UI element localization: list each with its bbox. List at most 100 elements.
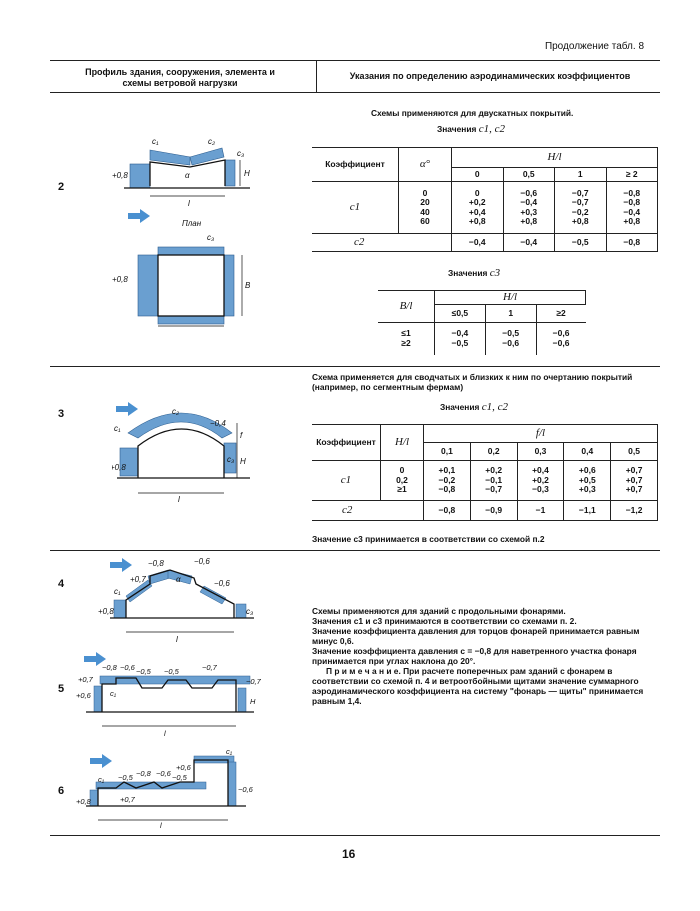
row-number-6: 6 <box>58 785 65 797</box>
s2-c2-0: −0,4 <box>451 233 504 252</box>
s5-fig-m07: −0,7 <box>202 663 218 672</box>
s6-fig-p08: +0,8 <box>76 797 92 806</box>
s456-p2: Значения c1 и c3 принимаются в соответст… <box>312 616 577 626</box>
s2-t2-caption-symbol: c3 <box>489 267 501 279</box>
s5-fig-m07r: −0,7 <box>246 677 262 686</box>
s3-c2-4: −1,2 <box>610 500 658 521</box>
s4-fig-p08: +0,8 <box>98 607 114 616</box>
row-rule-2-3 <box>50 366 660 367</box>
s456-p5: П р и м е ч а н и е. При расчете попереч… <box>312 666 644 706</box>
s2-fig-c3-plan: c₃ <box>207 233 214 242</box>
s2-intro: Схемы применяются для двускатных покрыти… <box>371 108 574 118</box>
s3-wind-arrow <box>116 402 138 416</box>
s3-row-c2: c2 <box>312 500 424 521</box>
s3-c1-col-4: +0,7 +0,7 +0,7 <box>610 460 658 501</box>
s2-fig-h: H <box>244 169 250 178</box>
s3-fig-f: f <box>240 431 243 440</box>
s2-col-coef: Коэффициент <box>312 147 399 182</box>
s4-fig-m08: −0,8 <box>148 559 164 568</box>
s2-c2-1: −0,4 <box>502 233 555 252</box>
header-rule <box>50 92 660 93</box>
s3-fig-h: H <box>240 457 246 466</box>
s3-fig-p08: +0,8 <box>112 463 126 472</box>
s2-fig-b: B <box>245 281 251 290</box>
s456-p4: Значение коэффициента давления c = −0,8 … <box>312 646 637 666</box>
s2-t2-caption: Значения c3 <box>448 267 501 279</box>
s4-diagram: −0,8 −0,6 −0,6 +0,7 +0,8 c₁ c₃ α l <box>98 557 254 644</box>
s2-col-bl: B/l <box>378 290 435 323</box>
s2-load-c2 <box>189 147 225 166</box>
s5-diagram: −0,8 −0,6 −0,5 −0,5 −0,7 +0,7 +0,6 −0,7 … <box>76 652 262 738</box>
s6-fig-m08: −0,8 <box>136 769 152 778</box>
s2-t2-col-0: −0,4 −0,5 <box>434 322 486 355</box>
s2-t2-bl-rows: ≤1 ≥2 <box>378 322 435 355</box>
s2-fig-c3: c₃ <box>237 149 244 158</box>
s5-fig-p06: +0,6 <box>76 691 92 700</box>
s2-t1-caption: Значения c1, c2 <box>437 123 505 135</box>
s3-note: Значение c3 принимается в соответствии с… <box>312 534 545 544</box>
s5-fig-m08: −0,8 <box>102 663 118 672</box>
s3-row-c1: c1 <box>312 460 381 501</box>
s3-c1-col-3: +0,6 +0,5 +0,3 <box>563 460 612 501</box>
s2-fig-plus08-a: +0,8 <box>112 171 128 180</box>
s3-coefficient-table: Коэффициент H/l f/l 0,1 0,2 0,3 0,4 0,5 … <box>312 424 658 521</box>
s2-load-c3 <box>224 159 236 187</box>
s4-wind-arrow <box>110 558 132 572</box>
s5-fig-l: l <box>164 729 166 738</box>
s2-row-c1: c1 <box>312 181 399 234</box>
s3-col-fl: f/l <box>423 424 658 443</box>
s2-c1-col-3: −0,8 −0,8 −0,4 +0,8 <box>605 181 658 234</box>
s2-fig-plan: План <box>182 219 202 228</box>
s2-t1-caption-symbol: c1, c2 <box>478 123 505 135</box>
s6-fig-c1b: c₁ <box>226 747 233 756</box>
s2-coefficient-table: Коэффициент α° H/l 0 0,5 1 ≥ 2 c1 0 20 4… <box>312 147 658 252</box>
s3-c2-1: −0,9 <box>469 500 518 521</box>
s2-fig-l-section: l <box>188 199 190 208</box>
row-number-4: 4 <box>58 578 65 590</box>
s2-c1-col-0: 0 +0,2 +0,4 +0,8 <box>451 181 504 234</box>
s4-fig-c3: c₃ <box>246 607 253 616</box>
s6-diagram: c₁ c₁ −0,5 −0,8 −0,6 −0,5 +0,6 −0,6 +0,8… <box>76 747 254 830</box>
s3-fig-l: l <box>178 495 180 504</box>
s6-fig-p06: +0,6 <box>176 763 192 772</box>
s2-hl-2: 1 <box>554 167 607 182</box>
s3-c1-col-1: +0,2 −0,1 −0,7 <box>469 460 518 501</box>
s3-fl-0: 0,1 <box>423 442 471 461</box>
bottom-rule <box>50 835 660 836</box>
s3-hl-rows: 0 0,2 ≥1 <box>380 460 424 501</box>
s5-fig-m06: −0,6 <box>120 663 136 672</box>
s2-t2-hl-0: ≤0,5 <box>434 304 486 323</box>
s3-caption: Значения c1, c2 <box>440 401 508 413</box>
s3-col-hl: H/l <box>380 424 424 461</box>
s5-section <box>101 677 237 712</box>
s2-fig-plus08-b: +0,8 <box>112 275 128 284</box>
s2-t2-col-2: −0,6 −0,6 <box>535 322 586 355</box>
s5-wind-arrow <box>84 652 106 666</box>
s4-fig-p07: +0,7 <box>130 575 146 584</box>
row-number-5: 5 <box>58 683 65 695</box>
s3-col-coef: Коэффициент <box>312 424 381 461</box>
s2-t2-col-1: −0,5 −0,6 <box>484 322 537 355</box>
s2-load-c1 <box>149 149 191 166</box>
s2-fig-c2: c₂ <box>208 137 215 146</box>
s4-fig-l: l <box>176 635 178 644</box>
s5-fig-m05b: −0,5 <box>164 667 180 676</box>
s2-fig-c1: c₁ <box>152 137 159 146</box>
s2-fig-alpha: α <box>185 171 190 180</box>
continuation-label: Продолжение табл. 8 <box>544 41 644 52</box>
s3-arch-section <box>137 428 225 478</box>
s3-c1-col-0: +0,1 −0,2 −0,8 <box>423 460 471 501</box>
s4-fig-alpha: α <box>176 575 181 584</box>
s6-section <box>97 759 229 806</box>
s2-hl-1: 0,5 <box>502 167 555 182</box>
s3-fl-1: 0,2 <box>469 442 518 461</box>
s3-diagram: c₁ c₂ c₃ −0,4 +0,8 f H l <box>112 402 250 504</box>
s2-building-section <box>149 159 226 186</box>
s4-fig-m06b: −0,6 <box>214 579 230 588</box>
s3-c2-0: −0,8 <box>423 500 471 521</box>
s3-arch-load <box>127 412 233 439</box>
s2-t2-col-hl: H/l <box>434 290 586 305</box>
s3-fig-m04: −0,4 <box>210 419 226 428</box>
s3-fl-4: 0,5 <box>610 442 658 461</box>
s6-fig-c1a: c₁ <box>98 775 105 784</box>
